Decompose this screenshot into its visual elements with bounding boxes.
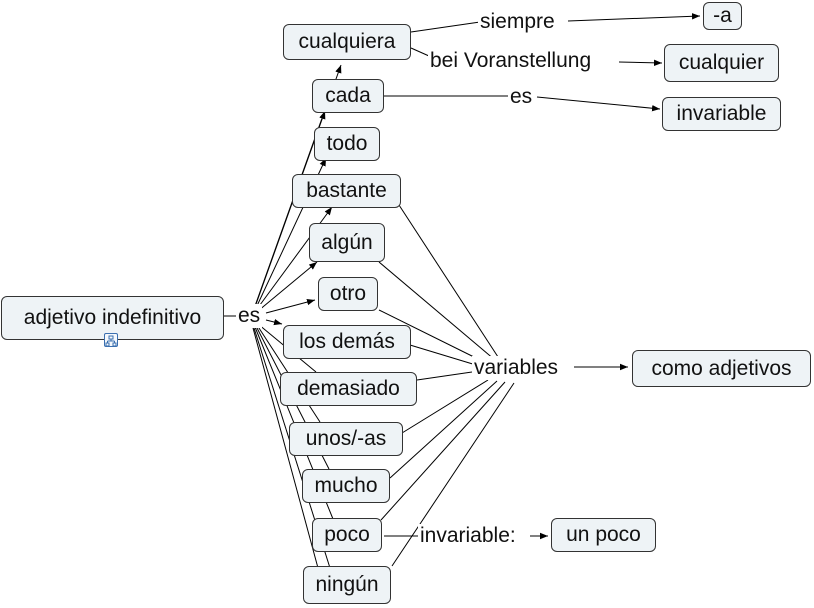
concept-cualquiera[interactable]: cualquiera [283,24,411,60]
concept-map-icon[interactable] [104,333,118,347]
link-bei-voranstellung[interactable]: bei Voranstellung [428,49,594,73]
link-es-cada[interactable]: es [508,85,535,109]
concept-los-demas[interactable]: los demás [283,325,411,359]
concept-poco[interactable]: poco [312,518,382,552]
concept-label: algún [321,230,373,254]
concept-mucho[interactable]: mucho [302,469,390,503]
concept-label: adjetivo indefinitivo [23,306,202,329]
concept-como-adjetivos[interactable]: como adjetivos [632,350,811,387]
concept-label: demasiado [297,377,400,400]
concept-otro[interactable]: otro [318,277,378,311]
link-siempre[interactable]: siempre [478,10,557,34]
concept-label: ningún [315,573,379,596]
concept-unos[interactable]: unos/-as [289,422,403,456]
concept-cualquier[interactable]: cualquier [664,44,779,82]
concept-label: unos/-as [305,427,387,450]
link-variables[interactable]: variables [472,356,561,380]
concept-label: como adjetivos [651,356,792,380]
link-invariable[interactable]: invariable: [418,524,518,548]
concept-adjetivo-indefinitivo[interactable]: adjetivo indefinitivo [1,296,224,340]
concept-label: cada [325,84,371,107]
concept-label: un poco [566,523,641,546]
concept-algun[interactable]: algún [309,223,385,262]
concept-bastante[interactable]: bastante [292,174,401,208]
concept-label: invariable [676,102,767,125]
concept-label: cualquier [678,51,765,74]
concept-invariable[interactable]: invariable [662,97,781,131]
concept-label: todo [326,132,368,155]
concept-label: bastante [306,179,387,202]
concept-label: otro [329,282,367,305]
concept-ningun[interactable]: ningún [303,566,391,604]
concept-label: poco [324,523,370,546]
concept-cada[interactable]: cada [312,79,384,113]
concept-demasiado[interactable]: demasiado [280,372,417,406]
link-es-root[interactable]: es [236,304,263,328]
concept-un-poco[interactable]: un poco [551,518,656,552]
submap-glyph [105,335,117,347]
concept-label: cualquiera [298,30,396,53]
concept-label: -a [713,4,732,27]
concept-a[interactable]: -a [703,2,742,30]
concept-todo[interactable]: todo [314,127,380,161]
concept-label: los demás [299,330,395,353]
concept-label: mucho [314,474,378,497]
